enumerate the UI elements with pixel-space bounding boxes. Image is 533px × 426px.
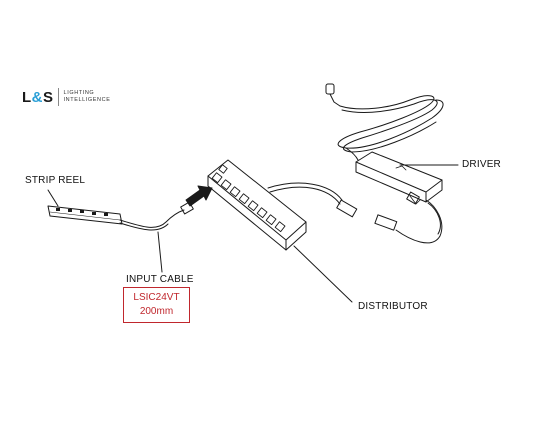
driver-output-connector bbox=[374, 191, 421, 231]
strip-pointer bbox=[47, 189, 59, 207]
driver-label: DRIVER bbox=[462, 159, 501, 170]
input-cable-spec-box: LSIC24VT 200mm bbox=[123, 287, 190, 323]
driver-unit bbox=[355, 151, 443, 203]
distributor-ports bbox=[211, 164, 286, 233]
strip-reel-label: STRIP REEL bbox=[25, 175, 86, 186]
spec-part-number: LSIC24VT bbox=[133, 292, 180, 303]
logo-tagline: LIGHTING INTELLIGENCE bbox=[63, 90, 111, 103]
distributor-input-connector bbox=[336, 199, 358, 218]
driver-output-cable bbox=[395, 199, 443, 244]
mains-plug bbox=[325, 83, 341, 107]
input-cable-label: INPUT CABLE bbox=[126, 274, 194, 285]
distributor-pointer bbox=[293, 245, 353, 303]
distributor-input-cable bbox=[267, 182, 343, 205]
logo-divider bbox=[57, 88, 59, 106]
insertion-arrow-icon bbox=[185, 185, 213, 207]
distributor-unit bbox=[207, 159, 307, 251]
logo-mark: L&S bbox=[22, 88, 54, 106]
distributor-label: DISTRIBUTOR bbox=[358, 301, 428, 312]
ls-logo: L&S LIGHTING INTELLIGENCE bbox=[22, 88, 110, 106]
coiled-mains-cable bbox=[337, 95, 444, 161]
input-cable-pointer bbox=[157, 231, 163, 273]
spec-length: 200mm bbox=[139, 306, 174, 317]
input-cable bbox=[119, 201, 194, 231]
led-strip bbox=[47, 205, 123, 225]
